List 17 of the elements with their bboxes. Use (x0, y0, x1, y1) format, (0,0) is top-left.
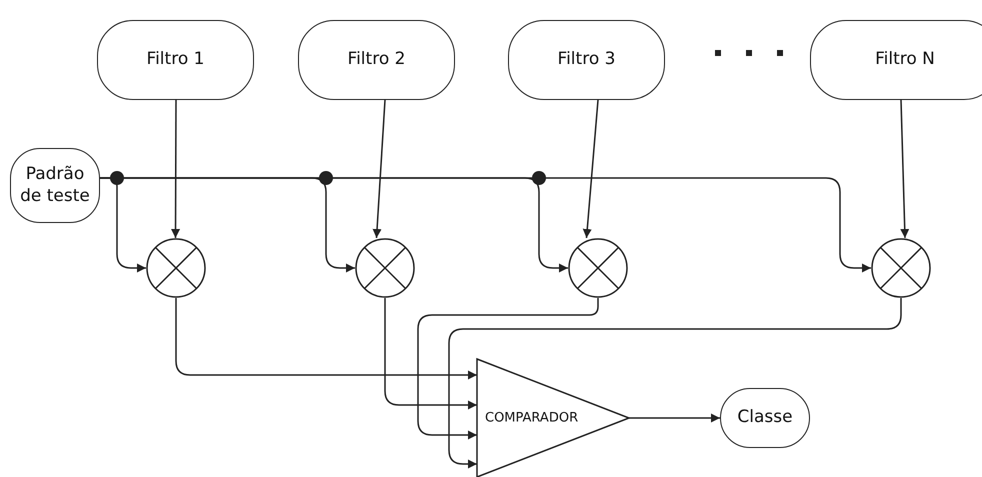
arrow (100, 177, 871, 272)
filter-box: Filtro N (810, 20, 982, 100)
arrow (900, 100, 910, 238)
arrow (582, 100, 599, 238)
arrow (384, 298, 477, 410)
arrow (448, 298, 902, 468)
arrow (372, 100, 386, 238)
arrow (175, 298, 477, 380)
output-box: Classe (720, 388, 810, 448)
filter-box: Filtro 2 (298, 20, 455, 100)
arrow (629, 414, 720, 422)
input-box: Padrão de teste (10, 148, 100, 223)
arrow (417, 298, 599, 440)
arrow (171, 100, 180, 238)
filter-box: Filtro 1 (97, 20, 254, 100)
filter-box: Filtro 3 (508, 20, 665, 100)
comparator-label: COMPARADOR (485, 410, 578, 426)
